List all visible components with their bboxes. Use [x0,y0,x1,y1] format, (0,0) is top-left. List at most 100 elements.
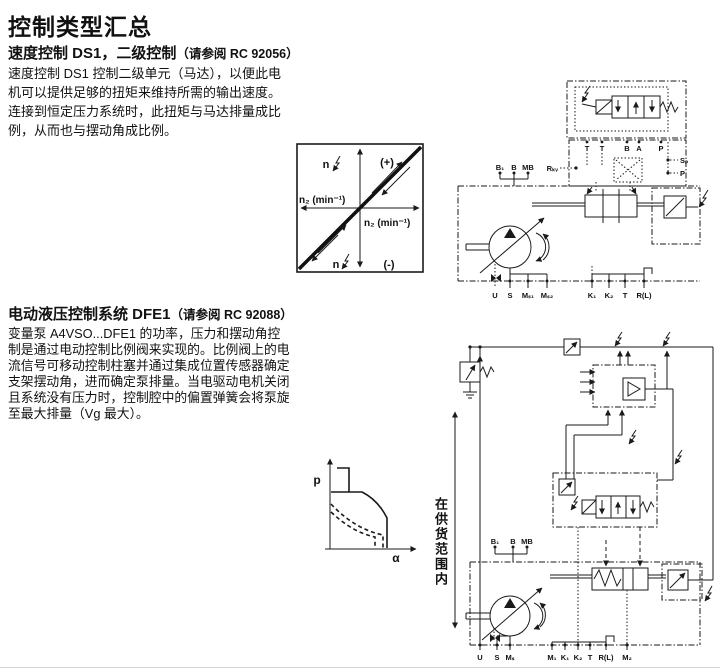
spring-icon [593,568,622,588]
delivery-scope-note: 在供货范围内 [433,497,448,587]
port-label: U [477,653,482,662]
body-line: 例，从而也与摆动角成比例。 [8,123,178,138]
port-label: K₁ [588,291,597,300]
port-label: Mₛ₂ [541,291,553,300]
body-line: 机可以提供足够的扭矩来维持所需的输出速度。 [8,85,282,100]
signal-zigzag-icon [614,331,623,347]
port-label: P [658,144,663,153]
signal-zigzag-icon [662,331,671,347]
port-label: MB [521,537,533,546]
pump-symbol [465,587,547,642]
body-line: 流信号可移动控制柱塞并通过集成位置传感器确定 [8,358,290,373]
page-title: 控制类型汇总 [8,14,152,40]
signal-zigzag-icon [570,495,579,511]
port-label: Mₛ [505,653,514,662]
section2-body: 变量泵 A4VSO...DFE1 的功率，压力和摆动角控 制是通过电动控制比例阀… [8,326,348,422]
port-label: S [507,291,512,300]
port-label: M₂ [622,653,632,662]
spring-icon [479,365,495,379]
position-transducer-symbol [663,189,709,219]
port-label: B₁ [496,163,505,172]
ds1-hydraulic-circuit: T T B A P Rₖᵥ Sₚ P B₁ [457,80,709,300]
section1-heading: 速度控制 DS1，二级控制（请参阅 RC 92056） [8,42,299,63]
port-label: K₁ [561,653,570,662]
proportional-valve-symbol [552,472,658,528]
body-line: 至最大排量（Vg 最大）。 [8,406,149,421]
port-label: M₁ [547,653,556,662]
n2-right-label: n₂ (min⁻¹) [364,218,410,229]
signal-zigzag-icon [698,189,709,208]
section1-heading-main: 速度控制 DS1，二级控制 [8,45,177,62]
signal-zigzag-icon [581,85,591,103]
pump-symbol [465,217,550,282]
signal-zigzag-icon [704,585,713,602]
limit-curve-dashed-2 [330,511,376,548]
port-label: B [624,144,630,153]
section2-heading-ref: （请参阅 RC 92088） [170,308,293,322]
section2-heading-main: 电动液压控制系统 DFE1 [8,306,171,323]
connector-icon [490,634,495,642]
signal-zigzag-icon [628,429,637,445]
port-label: S [494,653,499,662]
spring-icon [659,100,679,114]
port-label: T [623,291,628,300]
n2-left-label: n₂ (min⁻¹) [299,195,345,206]
speed-quadrant-diagram: n (+) n₂ (min⁻¹) n₂ (min⁻¹) n (-) [296,143,424,273]
signal-zigzag-icon [341,253,350,270]
port-label: T [585,144,590,153]
port-label: T [600,144,605,153]
connector-icon [491,274,496,282]
sp-label: Sₚ [680,156,689,165]
stroking-cylinder-symbol [532,182,664,223]
pressure-relief-valve-symbol [459,347,495,399]
dfe1-hydraulic-circuit: B₁ B MB [452,331,714,662]
section2-heading: 电动液压控制系统 DFE1（请参阅 RC 92088） [8,303,293,324]
limit-curve-solid [331,491,388,548]
body-line: 变量泵 A4VSO...DFE1 的功率，压力和摆动角控 [8,326,281,341]
body-line: 速度控制 DS1 控制二级单元（马达），以便此电 [8,66,282,81]
y-axis-label: p [313,473,320,487]
pressure-transducer-symbol [563,338,581,356]
port-label: K₂ [574,653,583,662]
body-line: 支架摆动角，进而确定泵排量。当电驱动电机关闭 [8,374,290,389]
port-label: Mₛ₁ [522,291,534,300]
port-label: A [636,144,642,153]
minus-label: (-) [384,259,395,271]
body-line: 制是通过电动控制比例阀来实现的。比例阀上的电 [8,342,290,357]
rkv-label: Rₖᵥ [547,164,559,173]
pump-port-group: U S Mₛ [477,635,515,662]
amplifier-symbol [580,364,674,481]
signal-zigzag-icon [674,449,683,465]
control-port-group: K₁ K₂ T R(L) [588,266,653,300]
b-port-group: B₁ B MB [491,537,533,562]
p-label: P [680,169,685,178]
control-cylinder-symbol [550,527,666,591]
body-line: 连接到恒定压力系统时，此扭矩与马达排量成比 [8,104,282,119]
port-label: R(L) [637,291,652,300]
n-top-label: n [323,159,330,171]
port-label: MB [522,163,534,172]
port-label: U [492,291,497,300]
variable-arrow [481,587,543,641]
b-port-group: B₁ B MB [496,163,534,186]
p-alpha-characteristic-chart: p α [313,458,417,564]
n-bottom-label: n [333,259,340,271]
section1-body: 速度控制 DS1 控制二级单元（马达），以便此电 机可以提供足够的扭矩来维持所需… [8,64,293,140]
limit-curve-step [337,467,350,492]
port-label: B₁ [491,537,500,546]
port-label: R(L) [599,653,614,662]
plus-label: (+) [380,157,394,169]
port-label: B [510,537,516,546]
port-label: B [511,163,517,172]
body-line: 且系统没有压力时，控制腔中的偏置弹簧会将泵旋 [8,390,290,405]
limit-curve-dashed-1 [330,503,384,548]
valve-port-labels: T T B A P [585,140,664,153]
section1-heading-ref: （请参阅 RC 92056） [176,47,299,61]
proportional-valve-symbol [581,85,679,119]
pump-port-group: U S Mₛ₁ Mₛ₂ [492,268,553,300]
port-label: T [588,653,593,662]
signal-zigzag-icon [332,155,341,172]
check-valve-symbol [613,157,643,183]
port-label: K₂ [605,291,614,300]
